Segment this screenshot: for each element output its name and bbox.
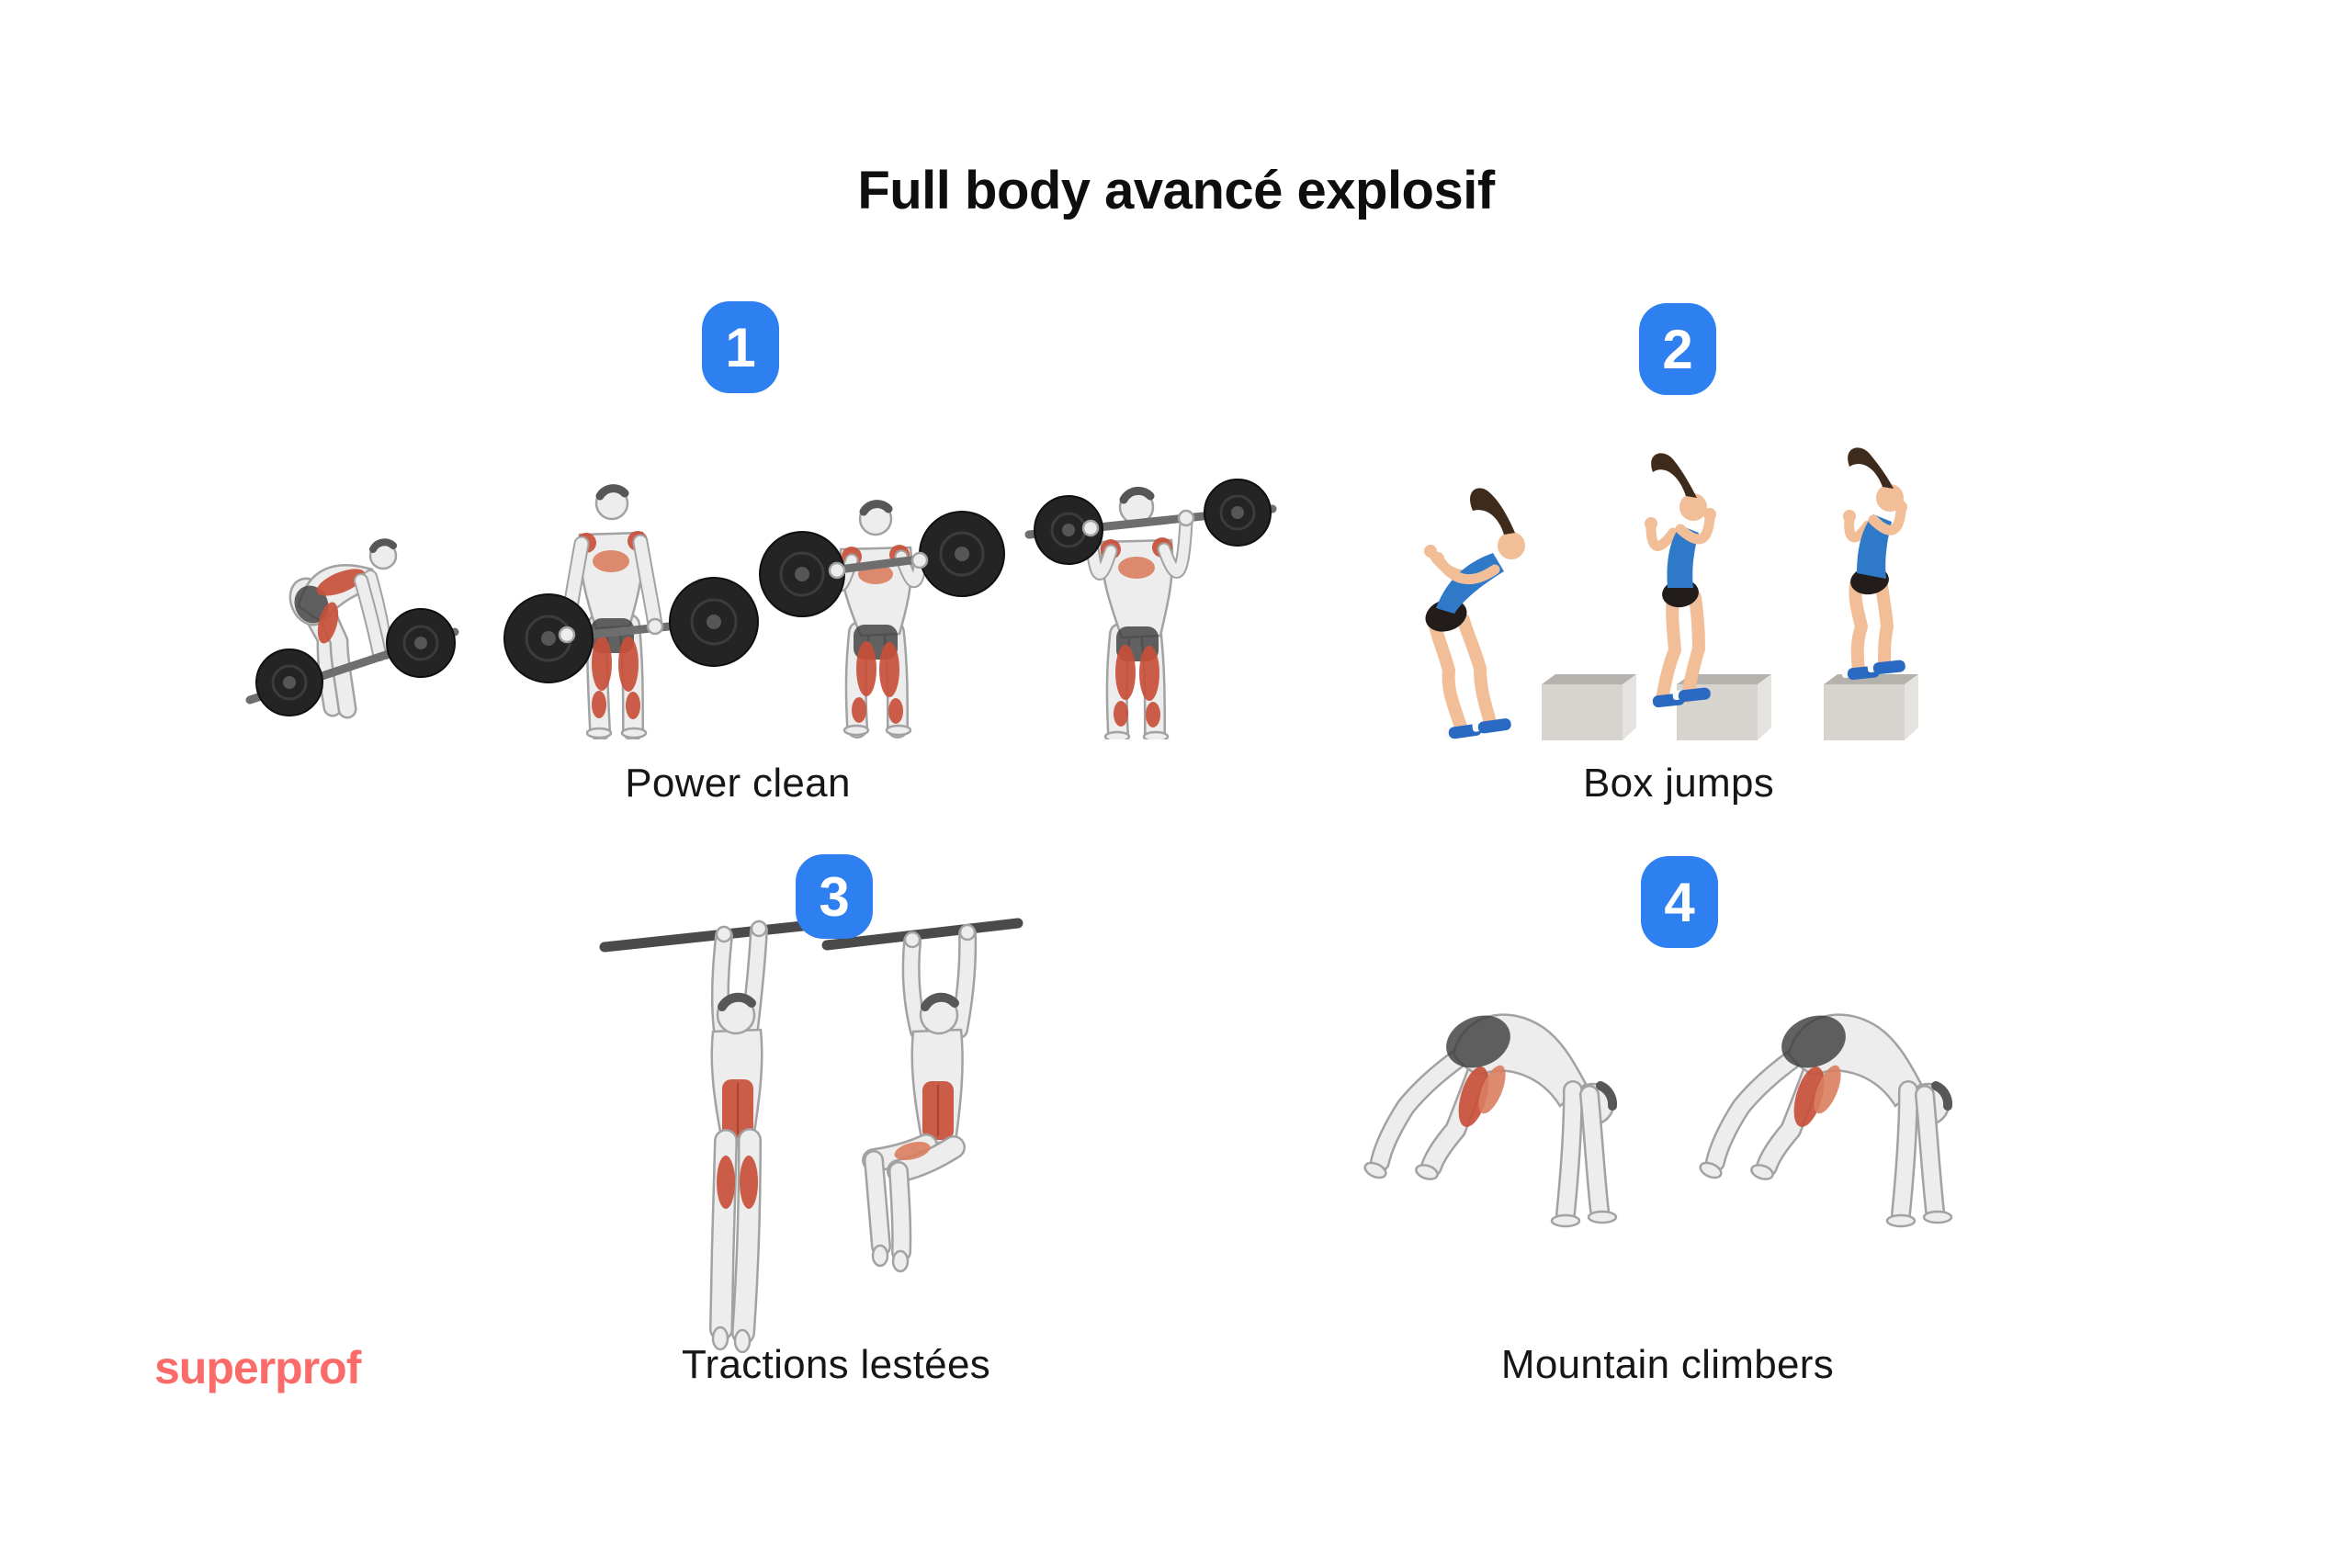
power-clean-phase-4 bbox=[1024, 479, 1277, 739]
exercise-3-label: Tractions lestées bbox=[681, 1342, 991, 1387]
page-title: Full body avancé explosif bbox=[857, 161, 1495, 220]
exercise-3-number: 3 bbox=[819, 865, 850, 928]
exercise-1-label: Power clean bbox=[625, 761, 851, 806]
exercise-4-number: 4 bbox=[1664, 871, 1695, 933]
mountain-climbers-illustration bbox=[1363, 985, 2014, 1279]
exercise-4-number-badge: 4 bbox=[1641, 856, 1718, 948]
box-jump-phase-3 bbox=[1841, 447, 1907, 681]
plyo-box-3 bbox=[1824, 674, 1918, 740]
plyo-box-1 bbox=[1542, 674, 1636, 740]
exercise-4-label: Mountain climbers bbox=[1500, 1342, 1835, 1387]
pull-up-phase-2 bbox=[862, 923, 978, 1273]
exercise-2-number-badge: 2 bbox=[1639, 303, 1716, 395]
power-clean-phase-1 bbox=[245, 538, 459, 719]
box-jump-phase-1 bbox=[1424, 488, 1525, 739]
power-clean-illustration bbox=[245, 479, 1277, 739]
exercise-1-number-badge: 1 bbox=[702, 301, 779, 393]
box-jumps-illustration bbox=[1424, 447, 1918, 740]
mountain-climber-figure bbox=[1698, 1006, 1951, 1226]
barbell bbox=[503, 577, 759, 683]
exercise-2-label: Box jumps bbox=[1582, 761, 1775, 806]
box-jump-phase-2 bbox=[1645, 453, 1716, 708]
barbell bbox=[245, 608, 459, 716]
pull-up-bar bbox=[599, 920, 808, 953]
pull-up-phase-1 bbox=[709, 919, 768, 1353]
exercise-2-number: 2 bbox=[1662, 318, 1693, 380]
pull-up-bar bbox=[821, 918, 1023, 951]
barbell bbox=[759, 511, 1005, 617]
weighted-pull-ups-illustration bbox=[599, 918, 1023, 1353]
mountain-climber-figure bbox=[1363, 1013, 1618, 1228]
exercise-3-number-badge: 3 bbox=[796, 854, 873, 939]
power-clean-phase-2 bbox=[503, 484, 759, 739]
exercise-1-number: 1 bbox=[725, 316, 756, 378]
superprof-logo: superprof bbox=[154, 1342, 361, 1393]
power-clean-phase-3 bbox=[759, 500, 1005, 739]
barbell bbox=[1024, 479, 1277, 565]
